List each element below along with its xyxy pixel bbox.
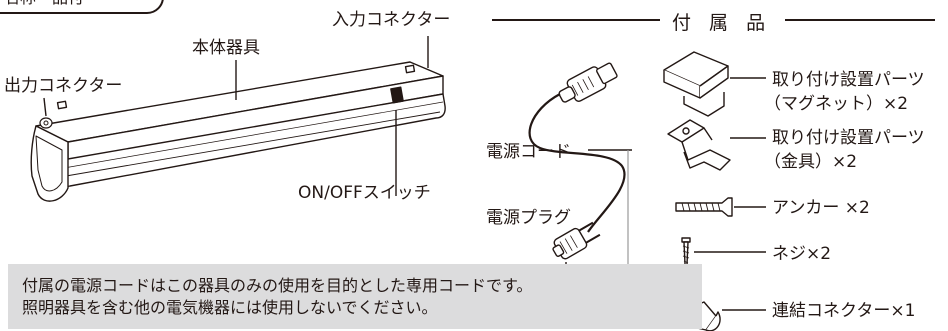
accessory-3-label: アンカー ×2 bbox=[772, 198, 870, 218]
accessories-rule-left bbox=[492, 19, 660, 21]
light-fixture-body bbox=[30, 61, 446, 202]
accessory-2-line2: （金具）×2 bbox=[764, 152, 858, 172]
accessory-2-line1: 取り付け設置パーツ bbox=[772, 128, 925, 148]
metal-bracket-icon bbox=[667, 119, 731, 171]
notice-line-1: 付属の電源コードはこの器具のみの使用を目的とした専用コードです。 bbox=[22, 276, 533, 295]
accessory-4-label: ネジ×2 bbox=[772, 244, 832, 264]
leader-output bbox=[43, 97, 47, 117]
accessories-title: 付 属 品 bbox=[672, 12, 772, 34]
accessory-1-line2: （マグネット）×2 bbox=[764, 94, 909, 114]
magnet-bracket-icon bbox=[663, 51, 729, 117]
label-power-plug: 電源プラグ bbox=[486, 208, 571, 228]
accessories-rule-right bbox=[785, 19, 935, 21]
notice-box: 付属の電源コードはこの器具のみの使用を目的とした専用コードです。 照明器具を含む… bbox=[8, 264, 702, 329]
label-switch: ON/OFFスイッチ bbox=[298, 183, 431, 203]
label-power-cord: 電源コード bbox=[486, 142, 571, 162]
notice-line-2: 照明器具を含む他の電気機器には使用しないでください。 bbox=[22, 298, 438, 317]
section-title: 名称・品付 bbox=[4, 0, 84, 8]
label-input-connector: 入力コネクター bbox=[332, 10, 451, 30]
accessory-1-line1: 取り付け設置パーツ bbox=[772, 70, 925, 90]
anchor-icon bbox=[675, 197, 733, 217]
label-body: 本体器具 bbox=[192, 38, 260, 58]
label-output-connector: 出力コネクター bbox=[4, 76, 123, 96]
accessory-5-label: 連結コネクター×1 bbox=[772, 301, 916, 321]
power-cord bbox=[528, 62, 626, 260]
